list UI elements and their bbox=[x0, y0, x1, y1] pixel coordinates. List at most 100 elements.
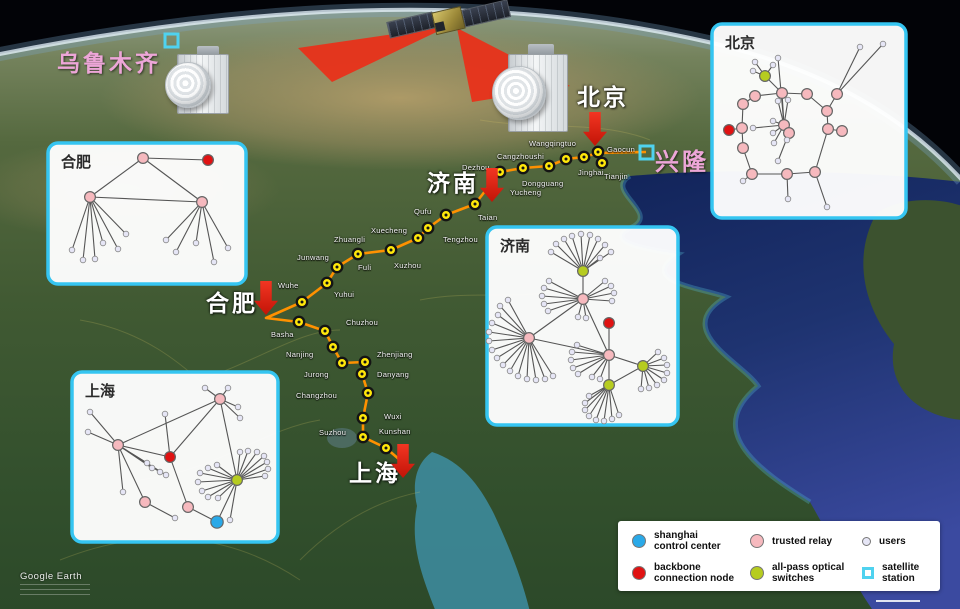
city-pointer-arrow bbox=[583, 112, 607, 146]
inset-edge bbox=[229, 479, 238, 521]
backbone-node-dot bbox=[363, 360, 367, 364]
user-node bbox=[86, 408, 94, 416]
user-node bbox=[493, 354, 501, 362]
user-node bbox=[663, 361, 671, 369]
backbone-node-dot bbox=[361, 416, 365, 420]
backbone-node-dot bbox=[335, 265, 339, 269]
backbone-connection-node bbox=[202, 154, 215, 167]
inset-title: 合肥 bbox=[60, 153, 91, 171]
backbone-node-dot bbox=[325, 281, 329, 285]
legend-item-label: users bbox=[879, 535, 906, 547]
inset-edge bbox=[142, 157, 203, 203]
route-label: Danyang bbox=[377, 370, 410, 379]
trusted-relay-node bbox=[111, 439, 124, 452]
backbone-node-dot bbox=[331, 345, 335, 349]
ground-station-urumqi bbox=[163, 46, 235, 116]
legend-backbone-icon bbox=[632, 566, 646, 580]
inset-edge bbox=[555, 243, 584, 272]
user-node bbox=[532, 376, 540, 384]
inset-edge bbox=[543, 287, 584, 300]
city-pointer-arrow bbox=[391, 444, 415, 478]
trusted-relay-node bbox=[821, 122, 834, 135]
route-label: Wuhe bbox=[278, 281, 299, 290]
backbone-node-dot bbox=[389, 248, 393, 252]
user-node bbox=[514, 372, 522, 380]
user-node bbox=[544, 307, 552, 315]
user-node bbox=[91, 255, 99, 263]
inset-edge bbox=[491, 322, 530, 339]
user-node bbox=[607, 248, 615, 256]
user-node bbox=[545, 277, 553, 285]
user-node bbox=[601, 277, 609, 285]
optical-switch-node bbox=[602, 379, 615, 392]
route-label: Qufu bbox=[414, 207, 432, 216]
inset-edge bbox=[548, 280, 584, 300]
user-node bbox=[264, 465, 272, 473]
user-node bbox=[607, 282, 615, 290]
inset-edge bbox=[142, 157, 209, 161]
backbone-connection-node bbox=[164, 451, 177, 464]
route-label: Xuecheng bbox=[371, 226, 408, 235]
inset-edge bbox=[571, 235, 584, 272]
inset-edge bbox=[571, 351, 610, 356]
trusted-relay-node bbox=[576, 293, 589, 306]
optical-switch-node bbox=[758, 69, 771, 82]
inset-edge bbox=[169, 456, 189, 508]
inset-edge bbox=[117, 398, 221, 446]
user-node bbox=[496, 302, 504, 310]
backbone-node-dot bbox=[582, 155, 586, 159]
user-node bbox=[192, 239, 200, 247]
yangtze-estuary bbox=[414, 452, 530, 609]
user-node bbox=[79, 256, 87, 264]
user-node bbox=[577, 230, 585, 238]
user-node bbox=[601, 241, 609, 249]
user-node bbox=[114, 245, 122, 253]
user-node bbox=[196, 469, 204, 477]
korea-landmass bbox=[863, 200, 960, 420]
legend-item-label: trusted relay bbox=[772, 535, 833, 547]
user-node bbox=[663, 369, 671, 377]
user-node bbox=[99, 239, 107, 247]
trusted-relay-node bbox=[139, 496, 152, 509]
user-node bbox=[573, 341, 581, 349]
user-node bbox=[523, 375, 531, 383]
backbone-node-dot bbox=[297, 320, 301, 324]
backbone-connection-node bbox=[602, 317, 615, 330]
user-node bbox=[538, 292, 546, 300]
route-label: Kunshan bbox=[379, 427, 411, 436]
inset-edge bbox=[528, 337, 546, 380]
user-node bbox=[485, 337, 493, 345]
trusted-relay-node bbox=[808, 166, 821, 179]
inset-edge bbox=[543, 298, 584, 305]
backbone-node-dot bbox=[547, 164, 551, 168]
inset-edge bbox=[582, 234, 591, 272]
backbone-node-dot bbox=[416, 236, 420, 240]
backbone-node-dot bbox=[426, 226, 430, 230]
inset-edge bbox=[201, 201, 229, 249]
route-label: Cangzhoushi bbox=[497, 152, 545, 161]
inset-edge bbox=[89, 196, 127, 235]
user-node bbox=[856, 43, 864, 51]
backbone-node-dot bbox=[600, 161, 604, 165]
backbone-node-dot bbox=[444, 213, 448, 217]
route-label: Jurong bbox=[304, 370, 329, 379]
route-label: Basha bbox=[271, 330, 294, 339]
optical-switch-node bbox=[576, 265, 589, 278]
inset-edge bbox=[71, 196, 91, 251]
user-node bbox=[784, 195, 792, 203]
inset-edge bbox=[547, 298, 584, 312]
city-label: 北京 bbox=[577, 84, 629, 110]
inset-edge bbox=[164, 413, 171, 458]
inset-edge bbox=[89, 196, 96, 260]
inset-title: 济南 bbox=[500, 237, 530, 255]
user-node bbox=[608, 297, 616, 305]
inset-edge bbox=[169, 398, 221, 458]
user-node bbox=[645, 384, 653, 392]
legend-item-relay: trusted relay bbox=[750, 529, 832, 553]
trusted-relay-node bbox=[835, 124, 848, 137]
inset-edge bbox=[563, 238, 584, 272]
inset-edge bbox=[89, 196, 104, 244]
